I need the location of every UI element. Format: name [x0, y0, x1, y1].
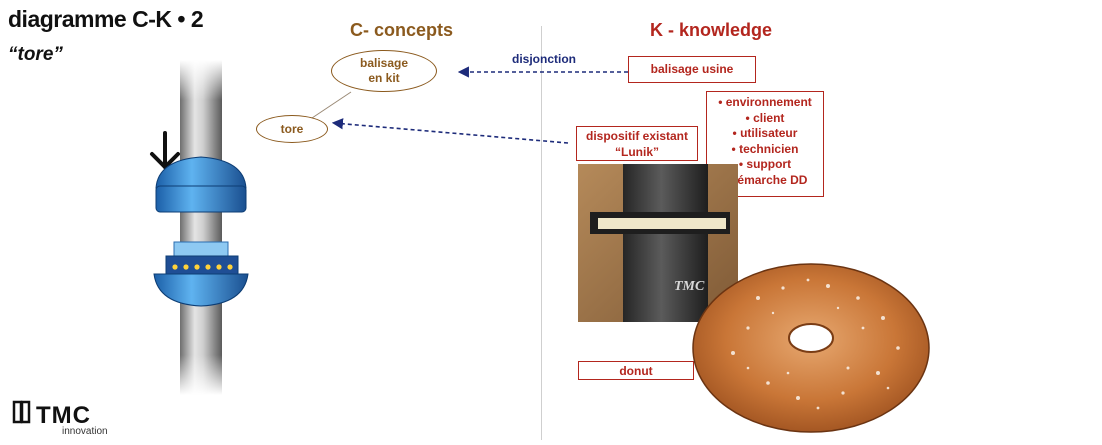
lower-ring	[153, 241, 249, 307]
logo-tagline: innovation	[62, 426, 108, 436]
knowledge-dispositif-existant: dispositif existant “Lunik”	[576, 126, 698, 161]
concept-tore-label: tore	[280, 121, 304, 136]
column-divider	[541, 26, 542, 440]
pole-illustration	[150, 60, 249, 395]
dispositif-line2: “Lunik”	[615, 144, 659, 159]
disjonction-label: disjonction	[512, 52, 576, 66]
concept-tore: tore	[256, 115, 328, 143]
knowledge-balisage-usine-label: balisage usine	[650, 62, 734, 76]
down-arrow-icon	[150, 131, 180, 170]
concept-balisage-en-kit: balisage en kit	[331, 50, 437, 92]
knowledge-donut-label: donut	[619, 364, 653, 378]
concept-balisage-line1: balisage	[359, 56, 409, 70]
knowledge-factor-item: • support	[738, 157, 792, 171]
knowledge-factor-item: • environnement	[718, 95, 812, 109]
concepts-column-title: C- concepts	[350, 20, 454, 40]
lunik-photo: TMC	[578, 164, 738, 322]
knowledge-factor-item: • démarche DD	[722, 172, 808, 187]
dispositif-arrow	[331, 118, 569, 144]
concept-balisage-line2: en kit	[368, 71, 400, 85]
knowledge-donut: donut	[578, 361, 694, 380]
knowledge-column-title: K - knowledge	[650, 20, 773, 40]
lunik-photo-art: TMC	[578, 164, 738, 322]
knowledge-factor-item: • utilisateur	[732, 126, 798, 140]
pole-body	[180, 60, 222, 395]
knowledge-balisage-usine: balisage usine	[628, 56, 756, 83]
upper-cap	[155, 156, 247, 213]
donut-image	[692, 263, 930, 433]
photo-brand-mark: TMC	[674, 279, 705, 294]
page-title: diagramme C-K • 2	[8, 6, 204, 32]
knowledge-factor-item: • technicien	[731, 141, 799, 156]
page-subtitle: “tore”	[8, 44, 63, 65]
tmc-logo: TMC innovation	[12, 396, 122, 441]
logo-brand-text: TMC	[36, 402, 91, 429]
dispositif-line1: dispositif existant	[585, 129, 689, 143]
knowledge-factor-item: • client	[745, 110, 785, 125]
